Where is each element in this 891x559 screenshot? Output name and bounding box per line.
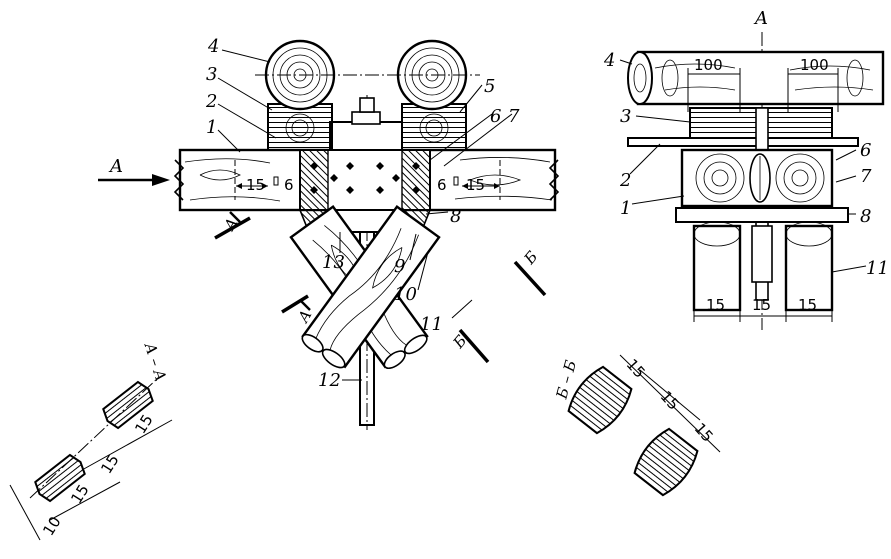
label-2: 2 [205, 91, 217, 112]
strut-right [301, 205, 441, 369]
section-bb: Б – Б 15 15 15 [552, 354, 721, 497]
label-11: 11 [420, 314, 443, 335]
dim-side-100-left: 100 [694, 56, 723, 74]
main-view: A 15 6 6 15 [98, 36, 560, 430]
label-8: 8 [450, 206, 461, 227]
side-plate-8 [675, 207, 849, 223]
side-label-1: 1 [620, 198, 631, 219]
section-aa-title: A – A [140, 339, 170, 383]
label-1: 1 [206, 117, 217, 138]
dim-bb-15-b: 15 [657, 387, 683, 413]
label-12: 12 [318, 370, 341, 391]
dim-bb-15-c: 15 [691, 419, 717, 445]
side-bottom-dims [693, 300, 833, 322]
dim-beam-left-6: 6 [284, 176, 294, 194]
section-aa: A – A 15 15 15 10 [9, 339, 173, 541]
view-arrow-label: A [108, 156, 123, 177]
side-label-7: 7 [860, 166, 872, 187]
section-mark-b-top: Б [520, 248, 542, 269]
dim-beam-right-15: 15 [466, 176, 485, 194]
dim-bb-15-a: 15 [623, 355, 649, 381]
side-view-title: A [753, 8, 768, 29]
dim-side-100-right: 100 [800, 56, 829, 74]
side-label-2: 2 [619, 170, 631, 191]
dim-side-15-a: 15 [706, 296, 725, 314]
section-cut-aa [214, 211, 311, 314]
dim-aa-10: 10 [39, 513, 64, 539]
side-label-11: 11 [866, 258, 889, 279]
dim-aa-15-b: 15 [97, 451, 122, 477]
side-label-4: 4 [603, 50, 615, 71]
side-label-8: 8 [860, 206, 871, 227]
section-mark-b-bottom: Б [449, 332, 471, 353]
side-board-2 [627, 137, 859, 147]
side-top-dims [687, 68, 839, 112]
dim-beam-left-15: 15 [246, 176, 265, 194]
pad-5 [401, 103, 467, 151]
side-label-6: 6 [860, 140, 871, 161]
side-view: A [603, 8, 889, 330]
label-4: 4 [207, 36, 219, 57]
label-3: 3 [206, 64, 217, 85]
pad-3 [267, 103, 333, 151]
top-saddle [329, 97, 403, 151]
dim-beam-right-6: 6 [437, 176, 447, 194]
side-beam-1 [680, 148, 834, 208]
label-9: 9 [394, 256, 405, 277]
leaders-main [217, 49, 513, 381]
label-6: 6 [490, 106, 501, 127]
side-log-4 [627, 50, 885, 106]
dim-side-15-b: 15 [752, 296, 771, 314]
label-7: 7 [508, 106, 520, 127]
leaders-side [619, 59, 867, 273]
view-arrow [98, 174, 170, 186]
side-label-3: 3 [620, 106, 631, 127]
beam-dims [236, 176, 500, 189]
side-struts-11 [692, 221, 834, 312]
label-10: 10 [394, 284, 417, 305]
section-cut-bb [458, 260, 547, 364]
dim-side-15-c: 15 [798, 296, 817, 314]
label-13: 13 [322, 252, 345, 273]
center-plate [299, 149, 431, 211]
label-5: 5 [484, 76, 495, 97]
